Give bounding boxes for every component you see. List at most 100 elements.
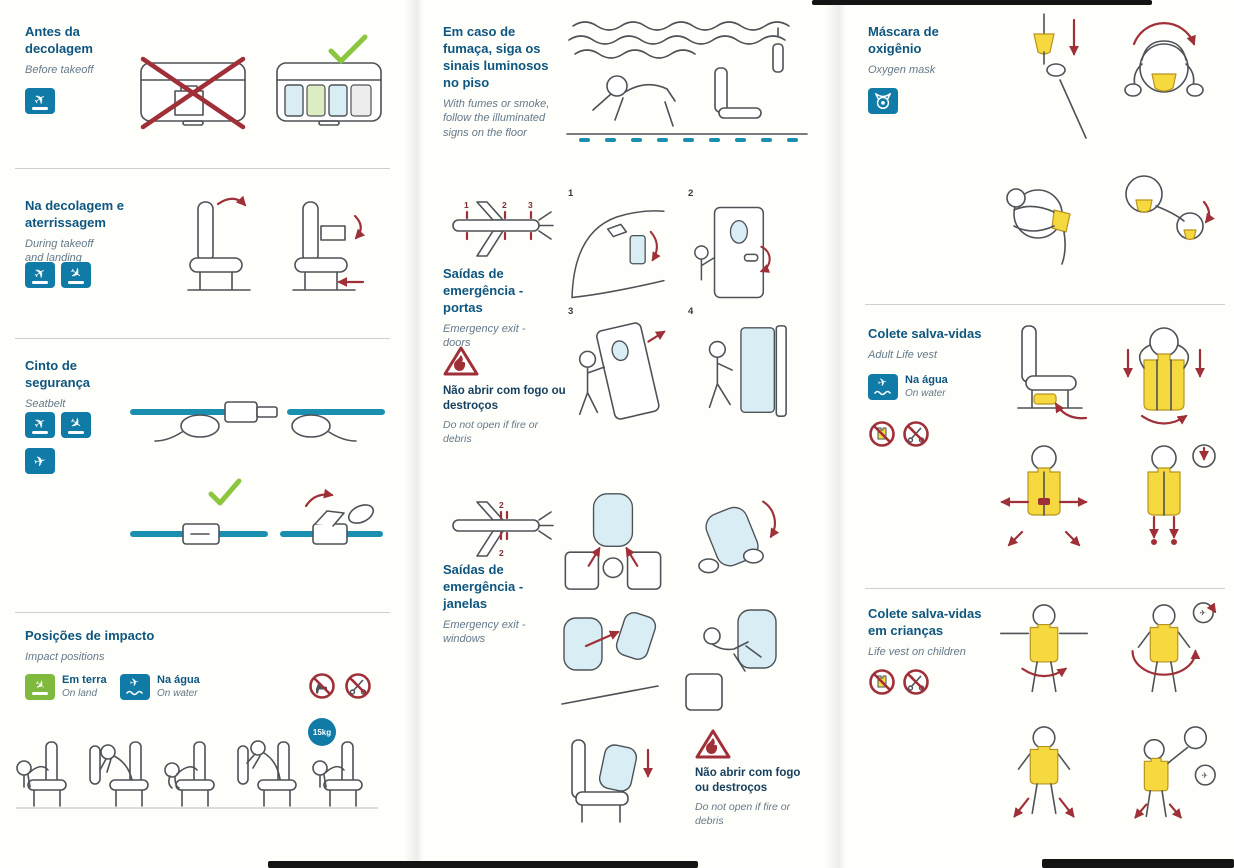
oxygen-step4-illustration — [1125, 175, 1215, 241]
on-land-label: Em terra On land — [62, 674, 107, 699]
windows-warning-block: Não abrir com fogo ou destroços Do not o… — [695, 766, 813, 828]
no-inflate-inside-icon — [869, 669, 895, 695]
on-water-icon: ✈ — [868, 374, 898, 400]
no-inflate-inside-icon — [869, 421, 895, 447]
divider — [865, 304, 1225, 305]
child-vest-title-pt: Colete salva-vidas em crianças — [868, 606, 982, 638]
divider — [15, 612, 390, 613]
fold-shadow — [826, 0, 858, 868]
smoke-title-pt: Em caso de fumaça, siga os sinais lumino… — [443, 24, 549, 90]
no-sharp-objects-icon — [903, 669, 929, 695]
svg-text:✈: ✈ — [1199, 609, 1206, 618]
exit-doors-title-block: Saídas de emergência - portas Emergency … — [443, 266, 548, 351]
impact-title-en: Impact positions — [25, 650, 105, 663]
vest-don-illustration — [1123, 327, 1205, 425]
svg-text:2: 2 — [502, 200, 507, 210]
door-step1-illustration — [571, 210, 665, 299]
exit-windows-title-en: Emergency exit - windows — [443, 618, 526, 646]
aircraft-doors-diagram: 1 2 3 — [452, 200, 554, 257]
on-water-label: Na água On water — [157, 674, 200, 699]
smoke-title-en: With fumes or smoke, follow the illumina… — [443, 97, 550, 139]
door-step-number: 1 — [568, 188, 574, 199]
adult-vest-title-pt: Colete salva-vidas — [868, 326, 982, 341]
doors-warning-en: Do not open if fire or debris — [443, 418, 539, 446]
before-takeoff-title-en: Before takeoff — [25, 63, 94, 76]
divider — [865, 588, 1225, 589]
brace-positions-illustration: 15kg — [16, 718, 378, 809]
takeoff-plane-icon: ✈ — [25, 88, 55, 114]
child-vest-title-en: Life vest on children — [868, 645, 966, 658]
smoke-evacuation-illustration — [566, 21, 808, 142]
windows-warning-en: Do not open if fire or debris — [695, 800, 791, 828]
exit-doors-title-pt: Saídas de emergência - portas — [443, 266, 524, 315]
no-sharp-objects-icon — [903, 421, 929, 447]
exit-windows-title-block: Saídas de emergência - janelas Emergency… — [443, 562, 548, 647]
seatbelt-title-pt: Cinto de segurança — [25, 358, 91, 390]
svg-text:1: 1 — [464, 200, 469, 210]
child-vest-step4-illustration: ✈ — [1134, 726, 1216, 819]
adult-vest-title-en: Adult Life vest — [868, 348, 938, 361]
landing-plane-icon: ✈ — [61, 262, 91, 288]
door-step-number: 2 — [688, 188, 694, 199]
on-water-label: Na água On water — [905, 374, 948, 399]
windows-warning-pt: Não abrir com fogo ou destroços — [695, 767, 801, 794]
vest-strap-illustration — [1000, 445, 1088, 547]
seat-upright-illustration — [187, 195, 366, 291]
fasten-seatbelt-illustration — [130, 401, 385, 442]
fire-warning-icon — [695, 729, 731, 759]
impact-title-block: Posições de impacto Impact positions — [25, 628, 225, 664]
scan-edge — [268, 861, 698, 868]
adult-vest-title-block: Colete salva-vidas Adult Life vest — [868, 326, 1018, 362]
svg-text:2: 2 — [499, 500, 504, 510]
divider — [15, 338, 390, 339]
oxygen-step1-illustration — [1033, 13, 1087, 139]
overhead-bins-illustration — [140, 34, 382, 130]
takeoff-plane-icon: ✈ — [25, 262, 55, 288]
aircraft-windows-diagram: 2 2 — [452, 500, 554, 558]
svg-text:2: 2 — [499, 548, 504, 558]
inflight-plane-icon: ✈ — [25, 448, 55, 474]
oxygen-title-pt: Máscara de oxigênio — [868, 24, 939, 56]
impact-title-pt: Posições de impacto — [25, 628, 155, 643]
window-exit-step4-illustration — [685, 609, 777, 711]
child-vest-step1-illustration — [999, 604, 1089, 693]
oxygen-title-block: Máscara de oxigênio Oxygen mask — [868, 24, 963, 77]
door-step4-illustration — [708, 325, 787, 417]
no-high-heels-icon — [309, 673, 335, 699]
oxygen-step3-illustration — [1006, 188, 1071, 265]
window-exit-step2-illustration — [698, 500, 780, 574]
takeoff-landing-title-block: Na decolagem e aterrissagem During takeo… — [25, 198, 130, 266]
exit-doors-title-en: Emergency exit - doors — [443, 322, 526, 350]
oxygen-mask-icon — [868, 88, 898, 114]
takeoff-landing-title-pt: Na decolagem e aterrissagem — [25, 198, 124, 230]
seatbelt-title-en: Seatbelt — [25, 397, 66, 410]
divider — [15, 168, 390, 169]
window-exit-step5-illustration — [571, 739, 653, 823]
before-takeoff-title-block: Antes da decolagem Before takeoff — [25, 24, 125, 77]
takeoff-plane-icon: ✈ — [25, 412, 55, 438]
vest-location-illustration — [1017, 325, 1088, 420]
scan-edge — [1042, 859, 1234, 868]
child-vest-step2-illustration: ✈ — [1131, 602, 1217, 693]
doors-warning-block: Não abrir com fogo ou destroços Do not o… — [443, 384, 571, 446]
svg-text:✈: ✈ — [1201, 771, 1208, 780]
oxygen-title-en: Oxygen mask — [868, 63, 936, 76]
seatbelt-title-block: Cinto de segurança Seatbelt — [25, 358, 115, 411]
child-vest-title-block: Colete salva-vidas em crianças Life vest… — [868, 606, 1003, 659]
landing-plane-icon: ✈ — [61, 412, 91, 438]
on-water-icon: ✈ — [120, 674, 150, 700]
doors-warning-pt: Não abrir com fogo ou destroços — [443, 385, 566, 412]
door-step3-illustration — [578, 322, 666, 420]
release-seatbelt-illustration — [130, 478, 383, 545]
smoke-title-block: Em caso de fumaça, siga os sinais lumino… — [443, 24, 555, 140]
door-step2-illustration — [694, 206, 771, 299]
window-exit-step1-illustration — [564, 493, 662, 590]
fire-warning-icon — [443, 346, 479, 376]
door-step-number: 3 — [568, 306, 574, 317]
takeoff-landing-title-en: During takeoff and landing — [25, 237, 94, 265]
no-sharp-objects-icon — [345, 673, 371, 699]
svg-text:15kg: 15kg — [313, 728, 331, 737]
on-land-icon: ✈ — [25, 674, 55, 700]
oxygen-step2-illustration — [1124, 22, 1204, 97]
